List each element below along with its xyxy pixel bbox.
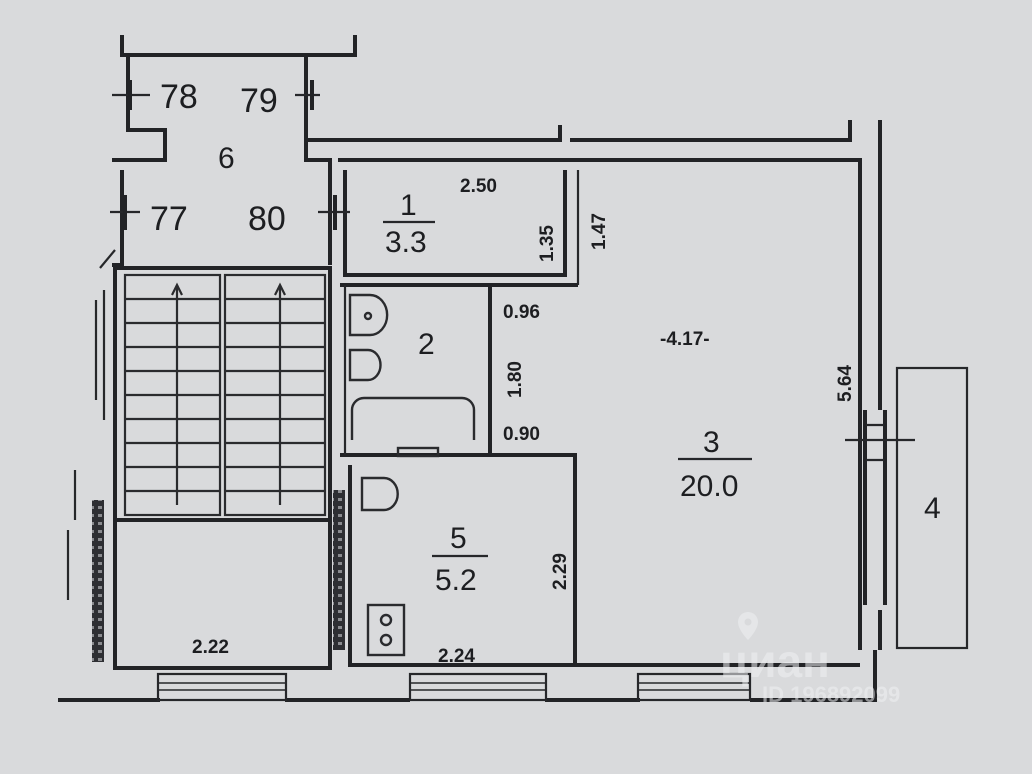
windows	[66, 290, 752, 702]
apartment-77-label: 77	[150, 200, 188, 238]
stair-bottom-dim: 2.22	[192, 637, 229, 658]
radiators	[92, 490, 345, 662]
kitchen-sink	[360, 476, 399, 512]
bathtub	[350, 396, 476, 440]
kitchen-depth: 2.29	[550, 553, 571, 590]
hall-top-dim: 1.47	[589, 213, 610, 250]
radiator-kitchen	[333, 490, 345, 650]
bathroom-fixtures	[348, 293, 476, 458]
watermark: циан ID 196892099	[720, 612, 900, 707]
hall-passage-dim: 0.90	[503, 424, 540, 445]
walls	[58, 35, 969, 702]
living-depth: 5.64	[835, 365, 856, 402]
room-5-area: 5.2	[435, 564, 477, 597]
kitchen-fixtures	[360, 476, 406, 657]
room-3-area: 20.0	[680, 470, 738, 503]
landing-room-number: 6	[218, 142, 235, 175]
toilet	[348, 348, 382, 382]
sink	[348, 293, 389, 337]
apartment-78-label: 78	[160, 78, 198, 116]
room-2-number: 2	[418, 328, 435, 361]
room-4-number: 4	[924, 492, 941, 525]
room-3-number: 3	[703, 426, 720, 459]
location-pin-icon	[738, 612, 758, 640]
door-markers	[99, 80, 350, 269]
kitchen-width: 2.24	[438, 646, 475, 667]
apartment-80-label: 80	[248, 200, 286, 238]
room-5-number: 5	[450, 522, 467, 555]
bathroom-depth: 1.80	[505, 361, 526, 398]
room-1-area: 3.3	[385, 226, 427, 259]
room-1-width: 2.50	[460, 176, 497, 197]
watermark-listing-id: ID 196892099	[762, 682, 900, 707]
stove	[366, 603, 406, 657]
bathroom-width: 0.96	[503, 302, 540, 323]
door-threshold	[396, 446, 440, 458]
watermark-brand: циан	[720, 635, 830, 687]
apartment-79-label: 79	[240, 82, 278, 120]
room-1-number: 1	[400, 189, 417, 222]
staircase	[123, 273, 327, 517]
room-1-depth: 1.35	[537, 225, 558, 262]
radiator-stair	[92, 500, 104, 662]
living-width: -4.17-	[660, 329, 710, 350]
labels: 78 79 6 77 80 1 3.3 2.50 1.35 1.47 2 0.9…	[150, 78, 941, 667]
